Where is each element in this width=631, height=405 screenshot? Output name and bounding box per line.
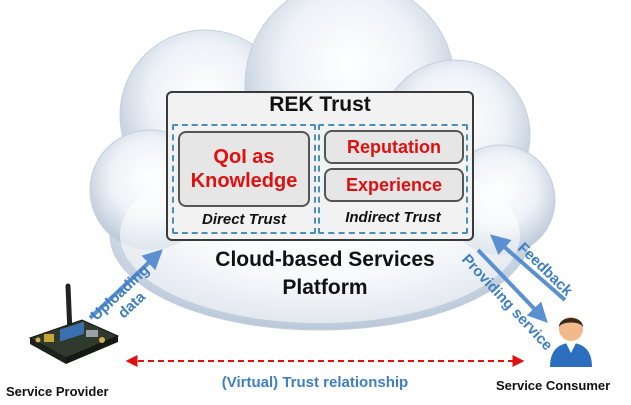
person-icon [550,317,592,367]
experience-label: Experience [345,174,443,195]
platform-line-1: Cloud-based Services [215,248,435,271]
circuit-board-icon [28,283,120,364]
qoi-knowledge-box: QoI as Knowledge [178,131,310,207]
reputation-label: Reputation [347,136,441,157]
indirect-trust-group [318,124,468,234]
experience-box: Experience [324,168,464,202]
rek-trust-title: REK Trust [269,93,371,116]
virtual-trust-relationship-label: (Virtual) Trust relationship [221,374,409,391]
platform-label: Cloud-based Services Platform [180,246,470,302]
platform-line-2: Platform [282,276,368,299]
service-consumer-label: Service Consumer [496,378,611,393]
service-provider-label: Service Provider [6,384,109,399]
indirect-trust-label: Indirect Trust [345,209,441,226]
direct-trust-label: Direct Trust [202,211,286,228]
direct-trust-group [172,124,316,234]
reputation-box: Reputation [324,130,464,164]
qoi-knowledge-label: QoI as Knowledge [190,146,298,192]
